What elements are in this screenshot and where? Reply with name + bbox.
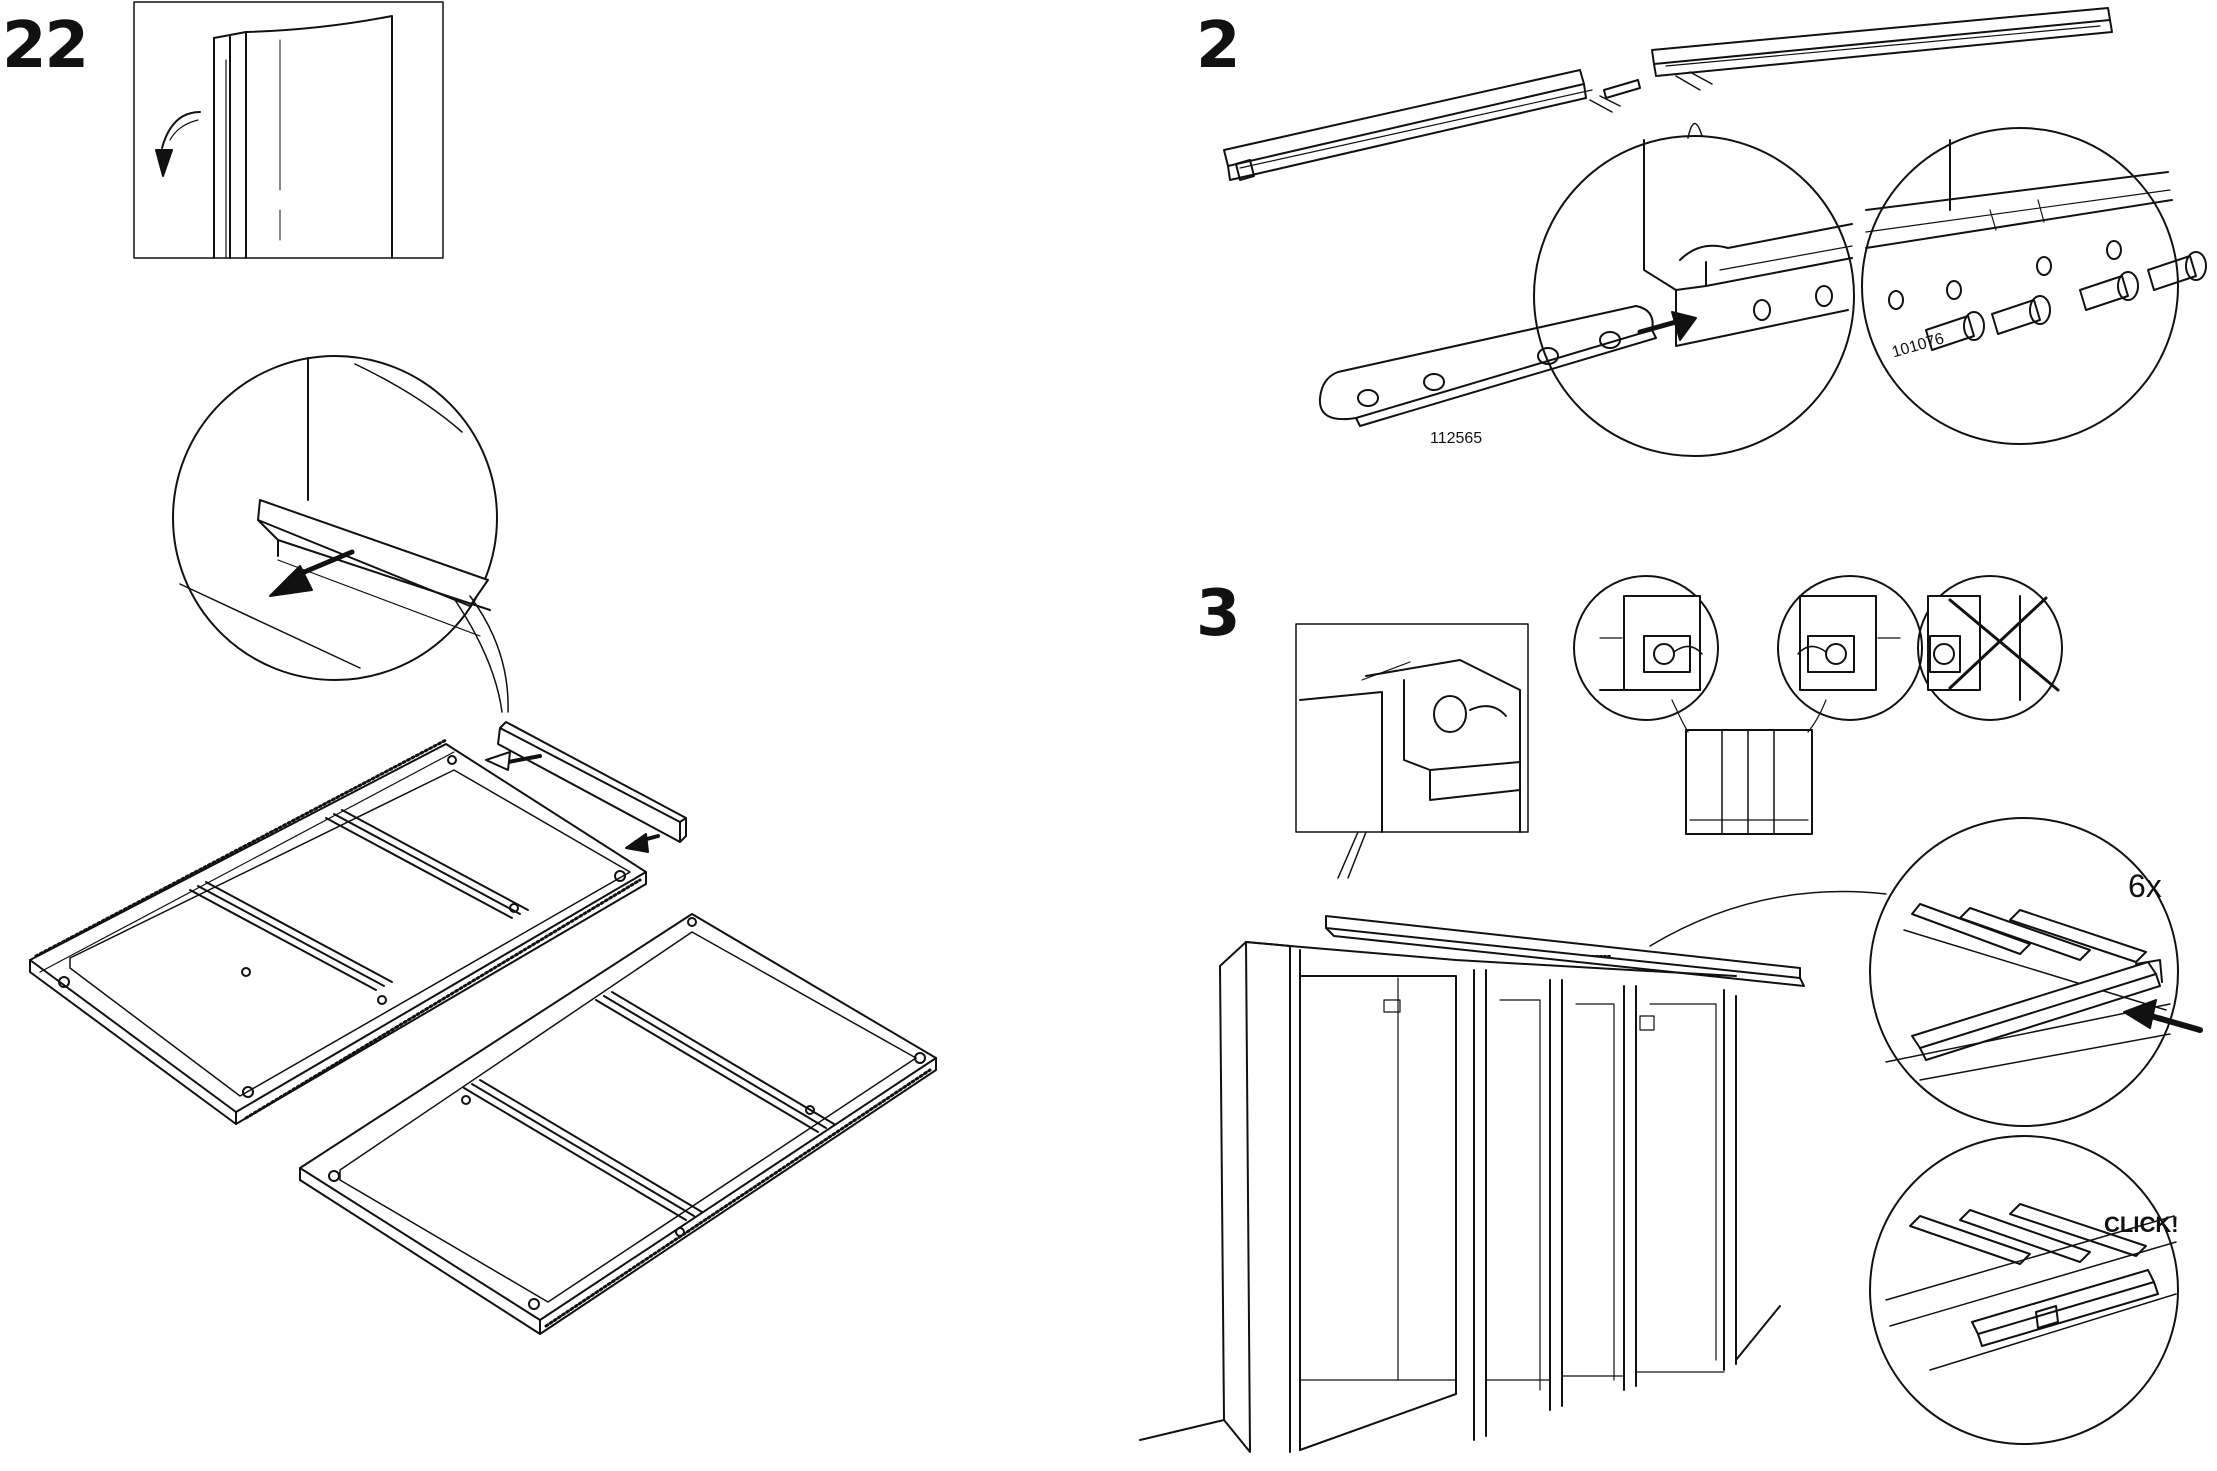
screw-icon [1992,296,2050,334]
alignment-circle-left [1574,576,1718,720]
connector-plate [1320,306,1696,426]
zoom-circle-clip-insert [1650,818,2200,1126]
top-rail-right [1652,8,2112,76]
screw-icon [2080,272,2138,310]
zoom-circle-rail-slide [173,356,508,712]
zoom-circle-screws [1862,128,2206,444]
wardrobe [1140,916,1804,1452]
top-rail-left [1224,70,1592,180]
alignment-circle-middle [1778,576,1922,720]
inset-peel-profile [134,2,443,258]
inset-bracket [1296,624,1528,878]
alignment-circle-wrong [1918,576,2062,720]
screw-icon [1926,312,1984,350]
door-frame-1 [30,740,646,1124]
zoom-circle-clip-click [1870,1136,2178,1444]
mini-wardrobe [1672,700,1826,834]
door-frame-2 [300,914,936,1334]
small-connector [1590,72,1712,112]
zoom-circle-rail-end [1534,123,1854,456]
